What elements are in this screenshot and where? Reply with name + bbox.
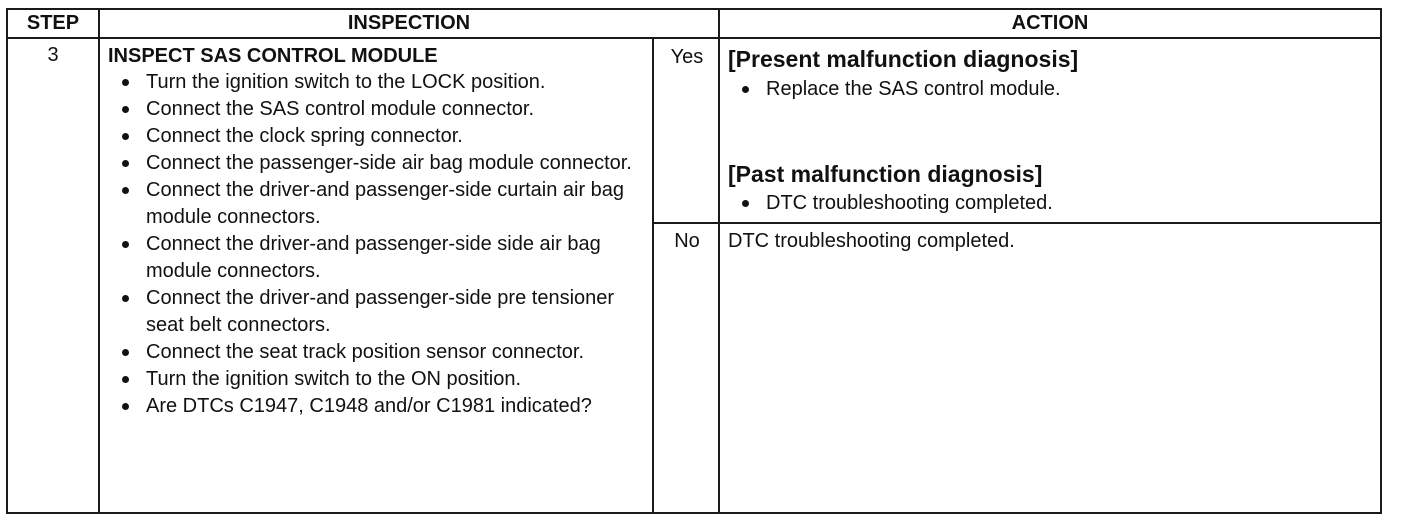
present-malfunction-heading: [Present malfunction diagnosis] (728, 46, 1079, 72)
list-item: Connect the driver-and passenger-side si… (108, 231, 653, 285)
list-item: Are DTCs C1947, C1948 and/or C1981 indic… (108, 393, 653, 420)
divider-inspection-yesno (652, 37, 654, 512)
past-malfunction-list: DTC troubleshooting completed. (728, 190, 1053, 217)
no-label: No (674, 230, 700, 252)
present-malfunction-list: Replace the SAS control module. (728, 76, 1061, 103)
bullet-icon (122, 106, 129, 113)
bullet-icon (122, 295, 129, 302)
inspection-cell: INSPECT SAS CONTROL MODULE Turn the igni… (108, 43, 653, 420)
inspection-title: INSPECT SAS CONTROL MODULE (108, 45, 438, 67)
list-item: Connect the passenger-side air bag modul… (108, 150, 653, 177)
divider-step-inspection (98, 10, 100, 512)
inspection-table: STEP INSPECTION ACTION 3 INSPECT SAS CON… (6, 8, 1382, 514)
list-item: Connect the seat track position sensor c… (108, 339, 653, 366)
list-item: Connect the driver-and passenger-side pr… (108, 285, 653, 339)
list-item: Turn the ignition switch to the LOCK pos… (108, 69, 653, 96)
header-step: STEP (26, 12, 80, 34)
bullet-icon (122, 79, 129, 86)
divider-yesno-action (718, 10, 720, 512)
header-inspection: INSPECTION (347, 12, 471, 34)
list-item: Connect the SAS control module connector… (108, 96, 653, 123)
bullet-icon (122, 133, 129, 140)
inspection-list: Turn the ignition switch to the LOCK pos… (108, 69, 653, 420)
list-item: Connect the clock spring connector. (108, 123, 653, 150)
divider-header (8, 37, 1380, 39)
list-item: Turn the ignition switch to the ON posit… (108, 366, 653, 393)
bullet-icon (122, 349, 129, 356)
yes-label: Yes (670, 46, 704, 68)
bullet-icon (742, 200, 749, 207)
list-item: DTC troubleshooting completed. (728, 190, 1053, 217)
bullet-icon (122, 403, 129, 410)
header-action: ACTION (1011, 12, 1089, 34)
bullet-icon (122, 241, 129, 248)
bullet-icon (742, 86, 749, 93)
divider-yes-no (652, 222, 1380, 224)
list-item: Replace the SAS control module. (728, 76, 1061, 103)
bullet-icon (122, 160, 129, 167)
no-action-text: DTC troubleshooting completed. (728, 230, 1015, 252)
list-item: Connect the driver-and passenger-side cu… (108, 177, 653, 231)
step-number: 3 (47, 44, 59, 66)
past-malfunction-heading: [Past malfunction diagnosis] (728, 161, 1043, 187)
bullet-icon (122, 376, 129, 383)
bullet-icon (122, 187, 129, 194)
